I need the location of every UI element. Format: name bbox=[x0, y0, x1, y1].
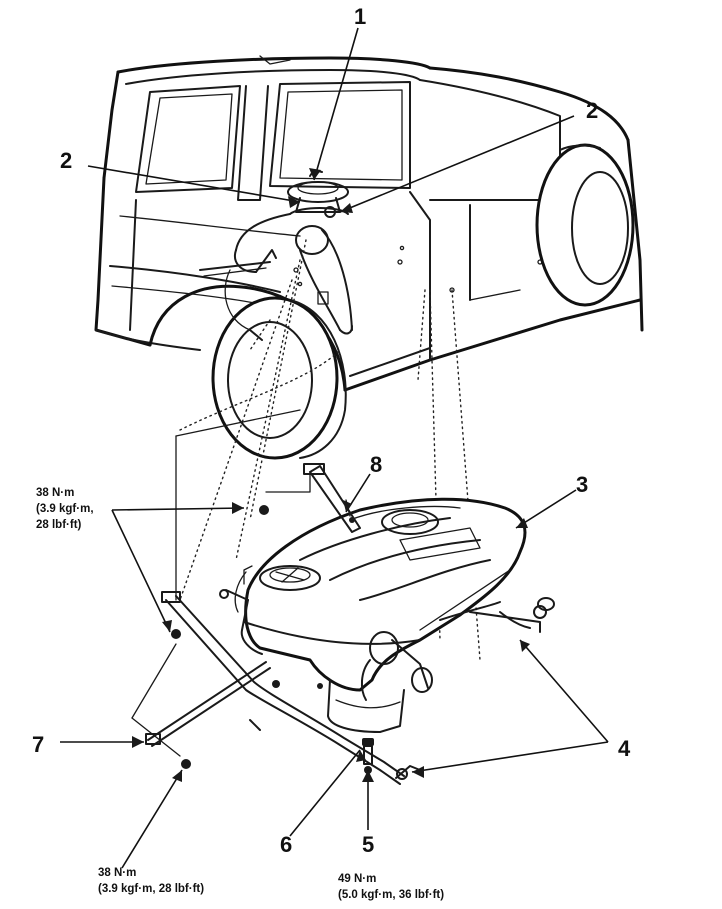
torque-bottom-left-line2: (3.9 kgf·m, 28 lbf·ft) bbox=[98, 883, 204, 895]
torque-upper-left-line1: 38 N·m bbox=[36, 487, 74, 499]
torque-bottom-center-line1: 49 N·m bbox=[338, 873, 376, 885]
callout-6: 6 bbox=[280, 832, 292, 857]
callout-5: 5 bbox=[362, 832, 374, 857]
spare-tire bbox=[535, 143, 635, 307]
installed-fuel-assembly bbox=[199, 169, 353, 341]
callout-8: 8 bbox=[370, 452, 382, 477]
callout-2-right: 2 bbox=[586, 98, 598, 123]
torque-bottom-left-line1: 38 N·m bbox=[98, 867, 136, 879]
torque-upper-left-line2: (3.9 kgf·m, bbox=[36, 503, 94, 515]
callout-1: 1 bbox=[354, 4, 366, 29]
lower-strap bbox=[131, 505, 421, 785]
callout-3: 3 bbox=[576, 472, 588, 497]
upper-strap bbox=[265, 463, 361, 533]
torque-upper-left-line3: 28 lbf·ft) bbox=[36, 519, 82, 531]
leader-lines bbox=[60, 27, 609, 869]
callout-2-left: 2 bbox=[60, 148, 72, 173]
torque-spec-bottom-left: 38 N·m (3.9 kgf·m, 28 lbf·ft) bbox=[98, 867, 204, 895]
vehicle-body bbox=[94, 55, 644, 392]
arrow-heads bbox=[132, 168, 530, 782]
callout-4: 4 bbox=[618, 736, 631, 761]
strap-guide-line-2 bbox=[175, 409, 301, 437]
fuel-tank bbox=[219, 497, 555, 733]
torque-spec-bottom-center: 49 N·m (5.0 kgf·m, 36 lbf·ft) bbox=[338, 873, 444, 901]
torque-bottom-center-line2: (5.0 kgf·m, 36 lbf·ft) bbox=[338, 889, 444, 901]
torque-spec-upper-left: 38 N·m (3.9 kgf·m, 28 lbf·ft) bbox=[36, 487, 94, 531]
projection-lines bbox=[179, 239, 481, 661]
front-wheel bbox=[211, 296, 347, 460]
callout-7: 7 bbox=[32, 732, 44, 757]
